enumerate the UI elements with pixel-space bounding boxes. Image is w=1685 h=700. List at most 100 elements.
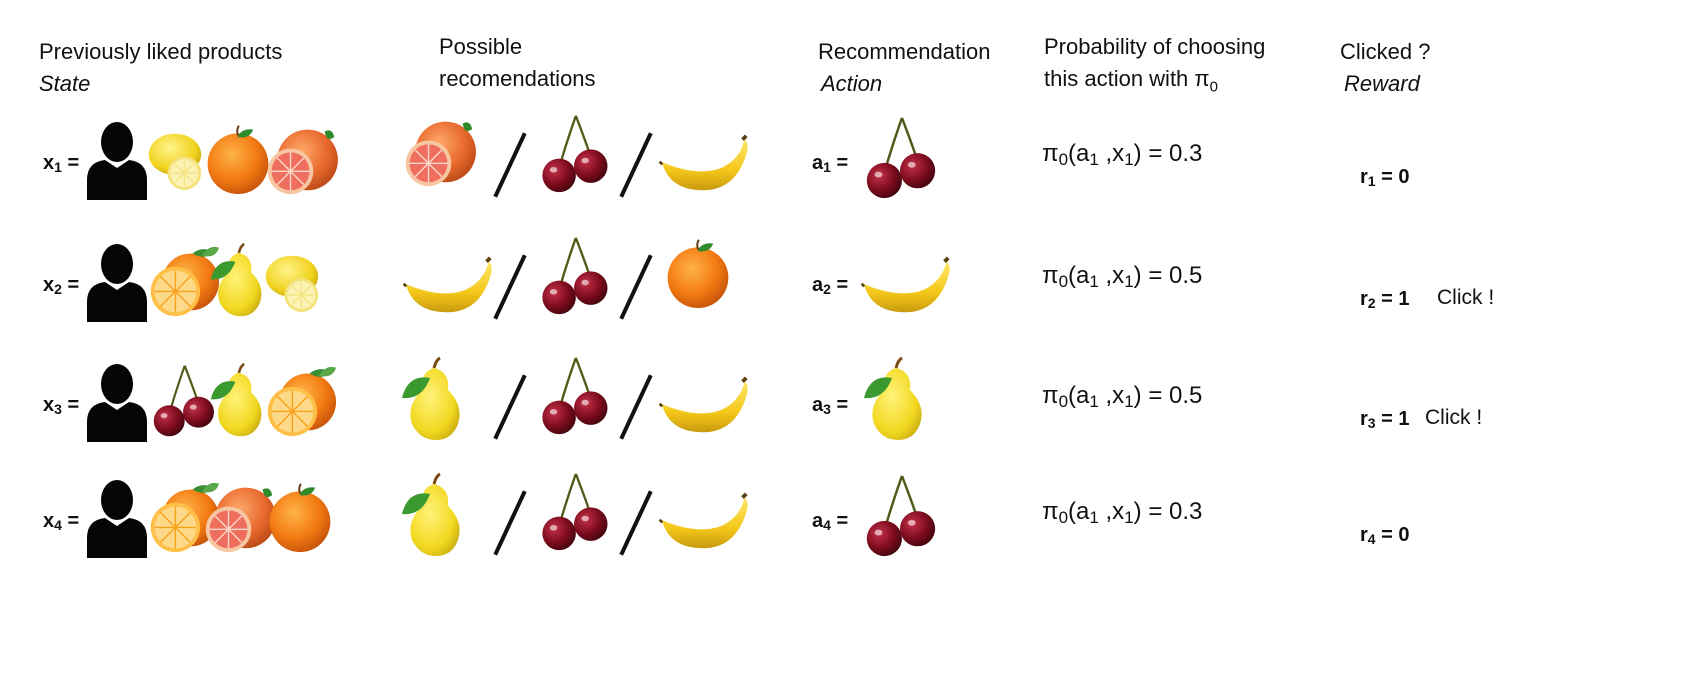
state-index: 4 [54,517,62,533]
state-var: x [43,152,55,174]
prob-open: (a [1068,382,1090,409]
cherry-icon [541,114,609,194]
prob-pi: π [1042,140,1059,167]
probability-formula: π0(a1 ,x1) = 0.3 [1042,140,1202,170]
header-reward-title: Clicked ? [1340,39,1431,64]
action-label: a2 = [812,274,849,297]
state-var: x [43,510,55,532]
header-action-title: Recommendation [818,39,991,64]
state-label: x4 = [43,510,80,533]
reward-var: r [1360,524,1368,546]
state-index: 3 [54,401,62,417]
slash-separator [619,254,653,320]
action-label: a4 = [812,510,849,533]
action-var: a [812,274,824,296]
banana-icon [402,256,494,315]
banana-icon [658,492,750,551]
reward-label: r1 = 0 [1360,166,1410,189]
state-label: x1 = [43,152,80,175]
person-icon [87,122,147,200]
reward-var: r [1360,408,1368,430]
slash-separator [493,374,527,440]
state-index: 1 [54,159,62,175]
prob-x-sub: 1 [1124,508,1134,527]
click-indicator: Click ! [1437,286,1495,309]
prob-pi: π [1042,262,1059,289]
prob-x-sub: 1 [1124,272,1134,291]
reward-value: = 1 [1375,408,1410,430]
person-icon [87,244,147,322]
prob-x-sub: 1 [1124,392,1134,411]
prob-a-sub: 1 [1089,392,1099,411]
header-reward: Clicked ? Reward [1340,36,1430,100]
header-state-subtitle: State [39,71,91,96]
header-probability-sub: 0 [1209,78,1218,96]
prob-close: ) = 0.3 [1133,498,1203,525]
slash-separator [493,254,527,320]
prob-mid: ,x [1098,498,1125,525]
lemon-icon [148,133,202,191]
cherry-icon [865,116,937,200]
person-icon [87,480,147,558]
prob-mid: ,x [1098,382,1125,409]
pear-icon [862,356,924,442]
header-probability: Probability of choosing this action with… [1044,31,1265,103]
click-indicator: Click ! [1425,406,1483,429]
action-label: a3 = [812,394,849,417]
prob-pi: π [1042,382,1059,409]
prob-a-sub: 1 [1089,508,1099,527]
slash-separator [619,132,653,198]
slash-separator [493,132,527,198]
prob-open: (a [1068,140,1090,167]
prob-close: ) = 0.5 [1133,382,1203,409]
slash-separator [493,490,527,556]
prob-mid: ,x [1098,262,1125,289]
pear-icon [400,472,462,558]
prob-mid: ,x [1098,140,1125,167]
banana-icon [860,256,952,315]
action-var: a [812,152,824,174]
reward-index: 1 [1367,173,1376,189]
prob-close: ) = 0.3 [1133,140,1203,167]
prob-a-sub: 1 [1089,272,1099,291]
orange-icon [666,238,730,310]
cherry-icon [541,356,609,436]
prob-open: (a [1068,498,1090,525]
prob-a-sub: 1 [1089,150,1099,169]
action-index: 1 [823,159,831,175]
header-probability-line1: Probability of choosing [1044,34,1266,59]
prob-pi-sub: 0 [1058,508,1069,527]
action-var: a [812,394,824,416]
header-probability-line2: this action with π [1044,66,1210,91]
header-possible-line2: recomendations [439,66,596,91]
slash-separator [619,490,653,556]
prob-pi: π [1042,498,1059,525]
action-index: 3 [823,401,831,417]
reward-label: r4 = 0 [1360,524,1410,547]
reward-var: r [1360,288,1368,310]
prob-pi-sub: 0 [1058,392,1069,411]
banana-icon [658,376,750,435]
reward-label: r2 = 1 [1360,288,1410,311]
cherry-icon [541,472,609,552]
action-index: 4 [823,517,831,533]
reward-value: = 1 [1375,288,1410,310]
cherry-icon [865,474,937,558]
reward-value: = 0 [1375,524,1410,546]
action-index: 2 [823,281,831,297]
header-state-title: Previously liked products [39,39,283,64]
probability-formula: π0(a1 ,x1) = 0.5 [1042,382,1202,412]
orange-icon [268,482,332,554]
reward-label: r3 = 1 [1360,408,1410,431]
header-state: Previously liked products State [39,36,282,100]
lemon-icon [265,255,319,313]
state-index: 2 [54,281,62,297]
header-possible-line1: Possible [439,34,523,59]
action-label: a1 = [812,152,849,175]
grapefruit-icon [405,120,477,187]
cherry-icon [541,236,609,316]
state-label: x2 = [43,274,80,297]
header-action-subtitle: Action [821,71,883,96]
